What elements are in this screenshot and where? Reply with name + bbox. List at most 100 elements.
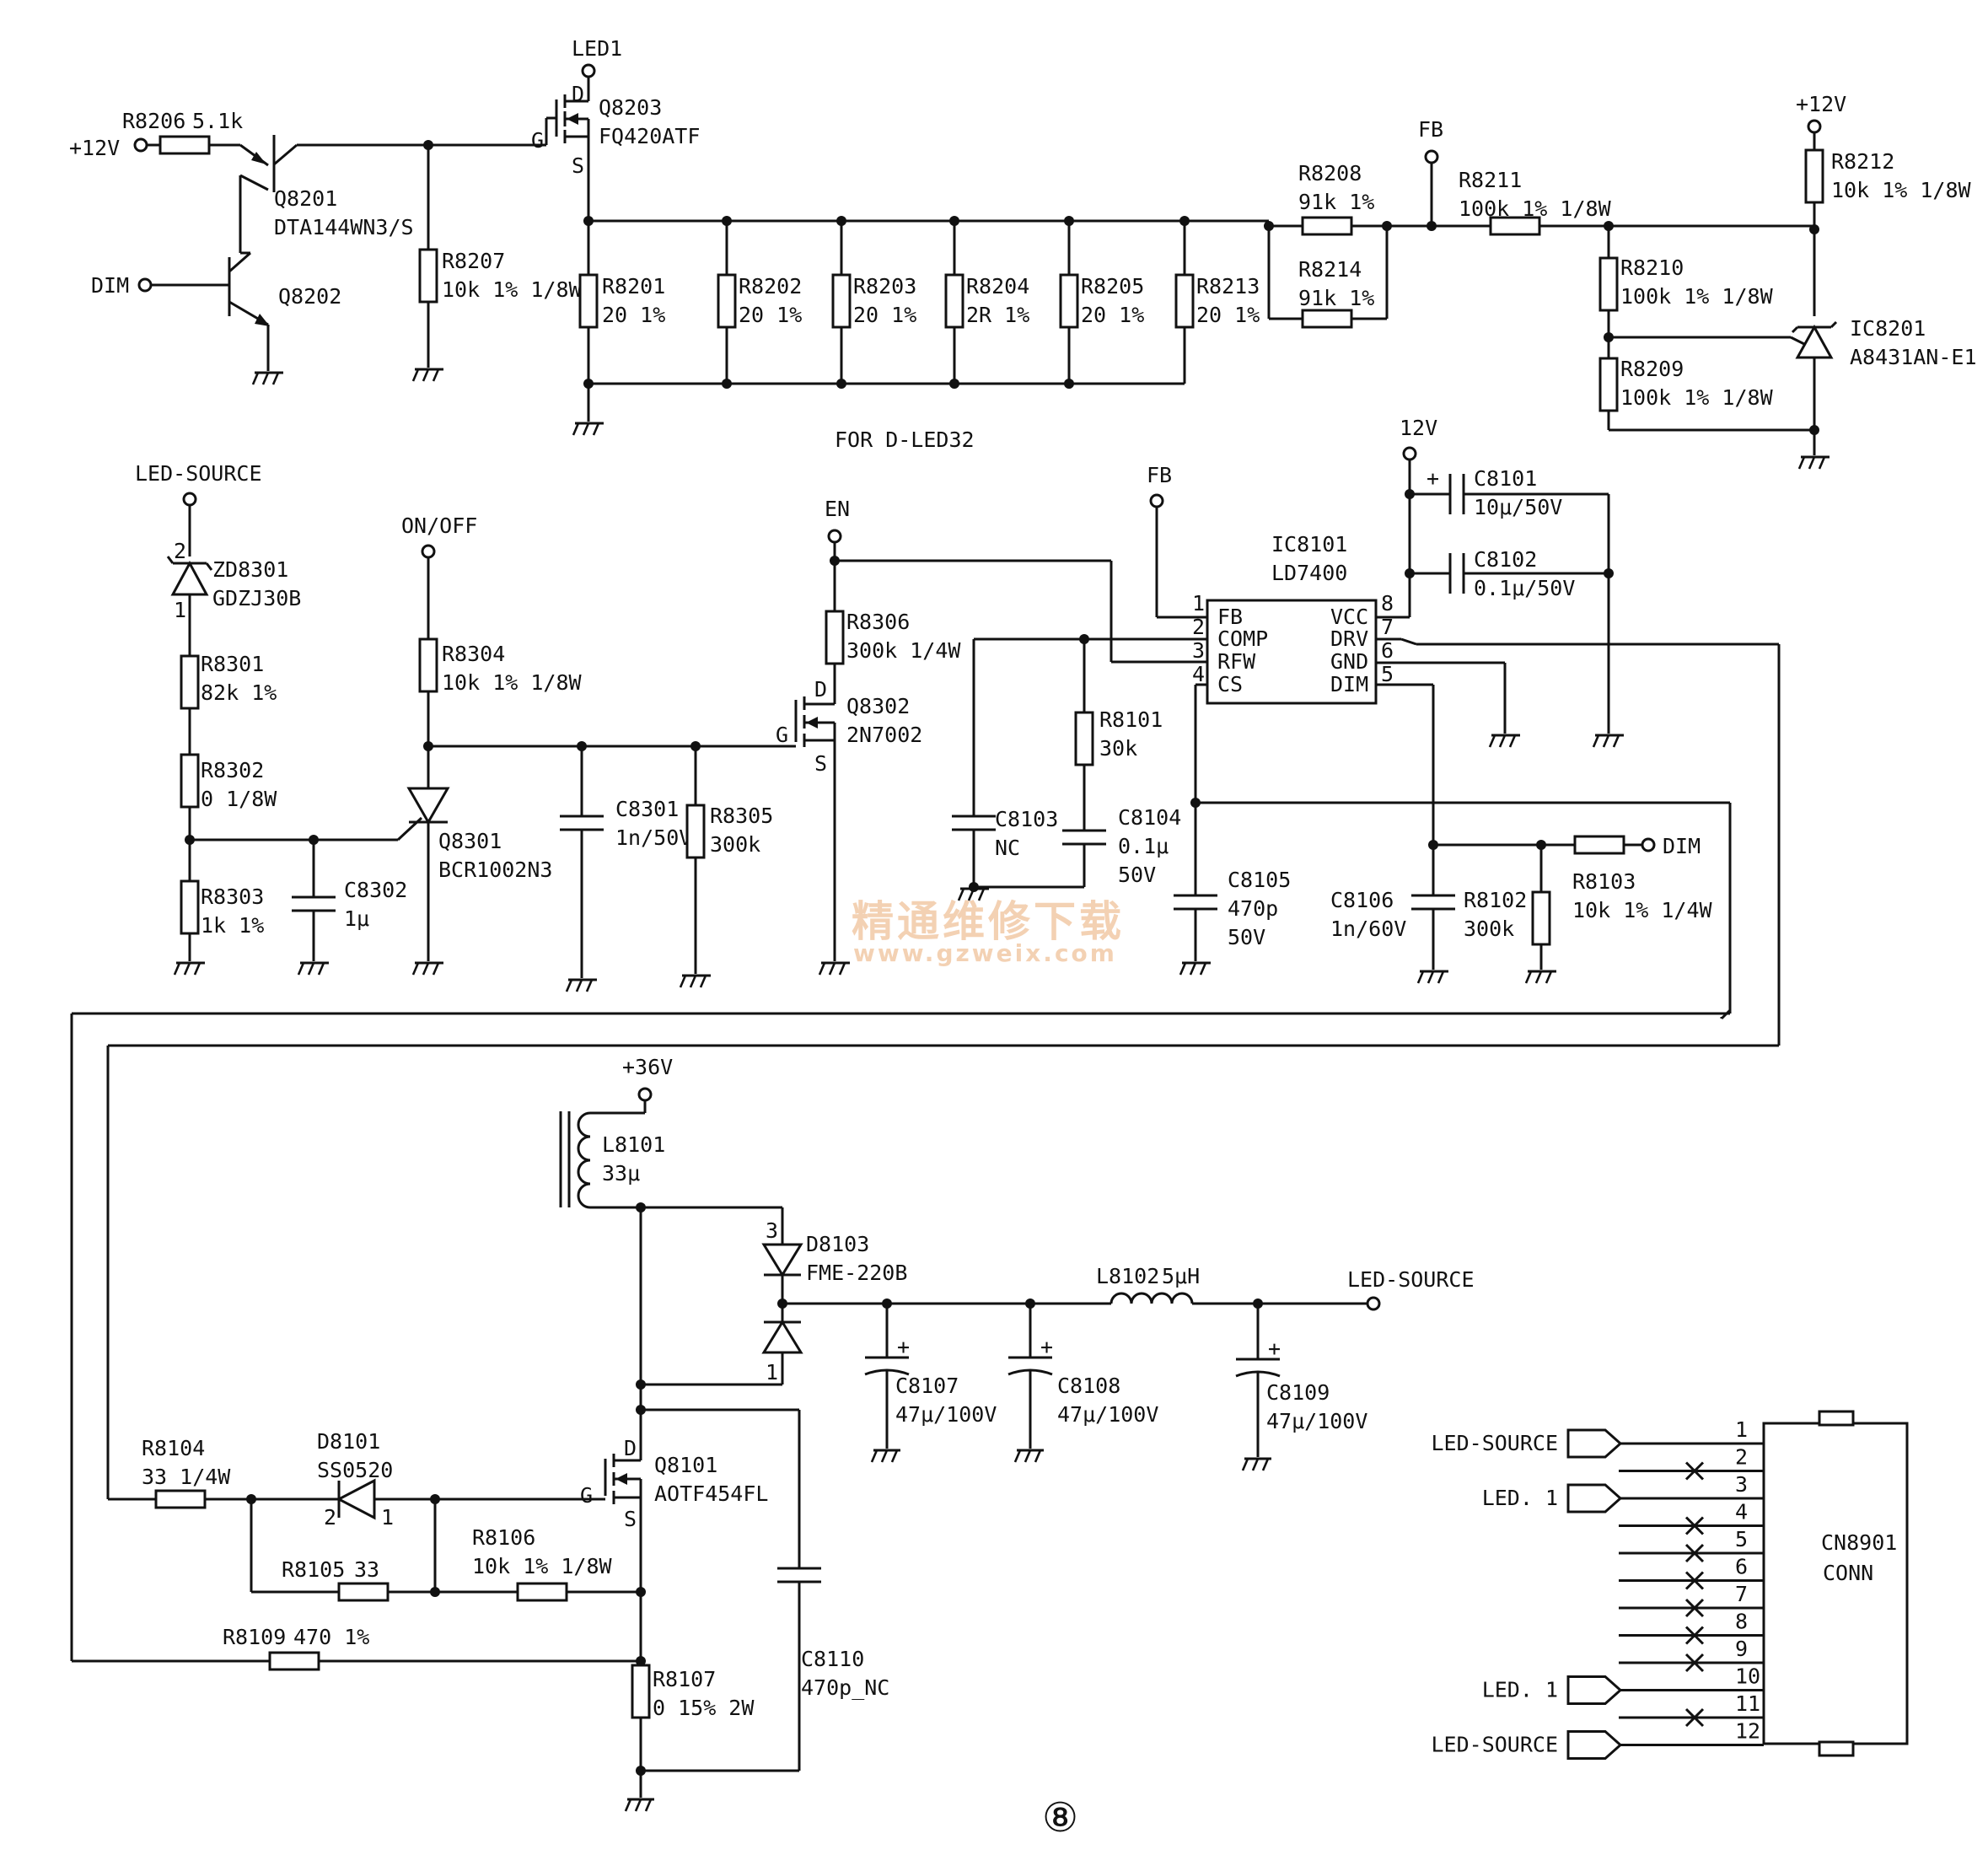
c8105-rating: 50V: [1228, 925, 1265, 949]
c8108-value: 47μ/100V: [1057, 1402, 1158, 1427]
r8212-value: 10k 1% 1/8W: [1831, 178, 1972, 202]
connector-signal-flag: LED-SOURCE: [1431, 1428, 1623, 1459]
connector-pin-row: 1: [1619, 1417, 1764, 1445]
ground-icon: [572, 422, 604, 436]
net-onoff: ON/OFF: [401, 513, 477, 538]
ground-icon: [870, 1449, 900, 1463]
c8108-plus: +: [1040, 1335, 1053, 1359]
resistor-r8212: [1804, 148, 1824, 204]
resistor-r8107: [631, 1664, 651, 1719]
inductor-l8101: [577, 1111, 591, 1209]
c8105-ref: C8105: [1228, 868, 1291, 892]
c8302-ref: C8302: [344, 878, 407, 902]
c8105-value: 470p: [1228, 896, 1278, 921]
junction-dot: [1064, 216, 1074, 226]
net-led-source-out: LED-SOURCE: [1347, 1267, 1475, 1292]
section-note: FOR D-LED32: [835, 427, 975, 452]
r8202-ref: R8202: [739, 274, 802, 298]
q8302-d-mark: D: [814, 677, 827, 702]
c8102-value: 0.1μ/50V: [1474, 576, 1575, 600]
net-v12-right: +12V: [1796, 92, 1846, 116]
r8213-value: 20 1%: [1196, 303, 1260, 327]
resistor-r8305: [685, 804, 706, 859]
c8109-value: 47μ/100V: [1266, 1409, 1367, 1433]
r8211-value: 100k 1% 1/8W: [1459, 196, 1612, 221]
no-connect-icon: [1684, 1543, 1705, 1563]
watermark-cn: 精通维修下载: [852, 897, 1125, 946]
r8304-ref: R8304: [442, 642, 505, 666]
v12-left-terminal: [133, 137, 148, 153]
dim-left-terminal: [137, 277, 153, 293]
no-connect-icon: [1684, 1707, 1705, 1728]
ic-pin-num: 8: [1381, 591, 1394, 616]
ground-icon: [1592, 734, 1624, 748]
r8303-ref: R8303: [201, 884, 264, 909]
top-section: +12V R8206 5.1k Q8201 DTA144WN3/S DIM Q8…: [69, 36, 1977, 470]
r8204-ref: R8204: [966, 274, 1029, 298]
resistor-r8102: [1531, 890, 1551, 946]
r8212-ref: R8212: [1831, 149, 1894, 174]
c8109-plus: +: [1268, 1336, 1281, 1361]
cn8901-value: CONN: [1823, 1561, 1873, 1585]
resistor-r8204: [944, 273, 964, 329]
q8203-g-mark: G: [531, 128, 544, 153]
net-led-source-top: LED-SOURCE: [135, 461, 262, 486]
q8203-s-mark: S: [572, 153, 584, 178]
ic-pin-name: VCC: [1330, 605, 1368, 629]
no-connect-icon: [1684, 1598, 1705, 1618]
connector-pin-row: 10: [1619, 1664, 1764, 1691]
connector-signal-label: LED-SOURCE: [1431, 1431, 1558, 1455]
d8101-pin2: 2: [324, 1505, 336, 1530]
connector-pin-number: 11: [1735, 1691, 1760, 1716]
resistor-r8209: [1598, 357, 1619, 412]
r8104-ref: R8104: [142, 1436, 205, 1460]
resistor-r8303: [180, 879, 200, 935]
net-dim-left: DIM: [91, 273, 129, 298]
resistor-r8302: [180, 753, 200, 809]
connector-pin-number: 7: [1735, 1582, 1748, 1606]
resistor-r8105: [337, 1582, 390, 1602]
mosfet-q8302: [786, 696, 835, 748]
bottom-section: +36V L8101 33μ 3 1 D8103 FME-220B: [142, 1055, 1909, 1842]
ic-pin-name: FB: [1217, 605, 1243, 629]
ic8201-ref: IC8201: [1850, 316, 1926, 341]
watermark: 精通维修下载 www.gzweix.com: [852, 897, 1125, 967]
r8101-value: 30k: [1099, 736, 1137, 761]
c8104-ref: C8104: [1118, 805, 1181, 830]
resistor-r8213: [1174, 273, 1195, 329]
ic-pin-num: 7: [1381, 615, 1394, 639]
led-source-out-terminal: [1366, 1296, 1381, 1311]
r8209-ref: R8209: [1620, 357, 1684, 381]
diode-d8101: [336, 1478, 376, 1520]
q8301-value: BCR1002N3: [438, 858, 552, 882]
q8302-s-mark: S: [814, 751, 827, 776]
r8101-ref: R8101: [1099, 707, 1163, 732]
v12-right-terminal: [1807, 119, 1822, 134]
connector-pin-row: 8: [1619, 1610, 1764, 1645]
q8203-ref: Q8203: [599, 95, 662, 120]
r8214-ref: R8214: [1298, 257, 1362, 282]
junction-dot: [636, 1587, 646, 1597]
connector-pin-number: 12: [1735, 1719, 1760, 1744]
c8106-ref: C8106: [1330, 888, 1394, 912]
connector-signal-flag: LED. 1: [1482, 1483, 1623, 1514]
junction-dot: [949, 379, 959, 389]
connector-pin-number: 6: [1735, 1555, 1748, 1579]
ic8201-value: A8431AN-E1: [1850, 345, 1977, 369]
onoff-terminal: [421, 544, 436, 559]
resistor-bank: [578, 216, 1195, 389]
junction-dot: [949, 216, 959, 226]
q8302-value: 2N7002: [846, 723, 922, 747]
r8213-ref: R8213: [1196, 274, 1260, 298]
r8106-value: 10k 1% 1/8W: [472, 1554, 613, 1578]
c8107-ref: C8107: [895, 1374, 959, 1398]
ic-pin-num: 6: [1381, 638, 1394, 663]
ic-pin-name: COMP: [1217, 626, 1268, 651]
c8107-plus: +: [897, 1335, 910, 1359]
r8205-ref: R8205: [1081, 274, 1144, 298]
ic-pin-name: RFW: [1217, 649, 1256, 674]
no-connect-icon: [1684, 1653, 1705, 1673]
connector-signal-label: LED. 1: [1482, 1486, 1558, 1510]
ground-icon: [565, 978, 597, 992]
